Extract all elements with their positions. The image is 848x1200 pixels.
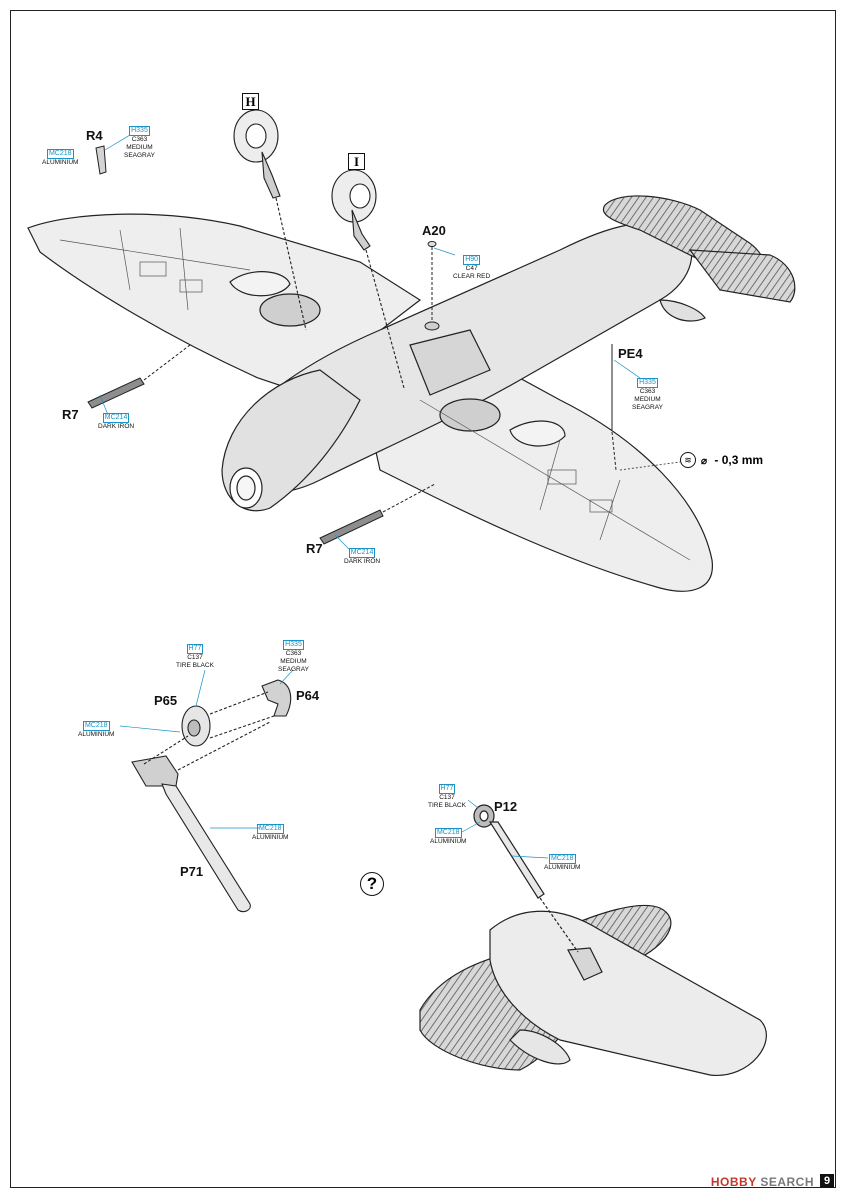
paint-mc214-bottom: MC214 DARK IRON	[344, 548, 381, 565]
wheel-h	[233, 109, 307, 331]
drill-size-value: - 0,3 mm	[714, 453, 764, 467]
watermark-brand: HOBBY	[710, 1175, 757, 1189]
p71-strut	[131, 755, 179, 787]
diameter-symbol: ⌀	[701, 456, 708, 467]
label-box-i: I	[348, 153, 365, 170]
page-number: 9	[820, 1174, 834, 1188]
drill-icon: ≋	[680, 452, 696, 468]
radiator	[409, 329, 491, 396]
label-a20: A20	[422, 223, 446, 238]
label-p64: P64	[296, 688, 320, 703]
question-mark-icon: ?	[360, 872, 384, 896]
label-p12: P12	[494, 799, 518, 814]
paint-mc218-p12b: MC218 ALUMINIUM	[544, 854, 581, 871]
paint-mc214-top: MC214 DARK IRON	[98, 413, 135, 430]
paint-mc218-p12: MC218 ALUMINIUM	[430, 828, 467, 845]
paint-mc218-p71: MC218 ALUMINIUM	[252, 824, 289, 841]
watermark: HOBBY SEARCH	[711, 1175, 814, 1189]
drill-size: ⌀ - 0,3 mm	[701, 453, 763, 467]
wheel-i	[331, 169, 405, 389]
rudder	[659, 299, 706, 322]
label-pe4: PE4	[618, 346, 643, 361]
label-r4: R4	[86, 128, 103, 143]
paint-h335-r4: H335 C363 MEDIUM SEAGRAY	[124, 126, 155, 159]
p64-fork	[261, 679, 292, 717]
paint-h77-p12: H77 C137 TIRE BLACK	[428, 784, 466, 809]
tail-detail	[419, 804, 767, 1076]
aircraft-underside	[27, 195, 796, 592]
part-a20	[424, 241, 440, 331]
part-pe4	[611, 344, 681, 471]
part-r7-top	[87, 344, 191, 409]
label-p65: P65	[154, 693, 178, 708]
paint-h335-pe4: H335 C363 MEDIUM SEAGRAY	[632, 378, 663, 411]
part-r7-bottom	[319, 483, 436, 545]
label-r7-top: R7	[62, 407, 79, 422]
page-frame	[10, 10, 836, 1188]
label-p71: P71	[180, 864, 204, 879]
paint-h90-a20: H90 C47 CLEAR RED	[453, 255, 491, 280]
watermark-rest: SEARCH	[756, 1175, 814, 1189]
paint-mc218-p65: MC218 ALUMINIUM	[78, 721, 115, 738]
label-box-h: H	[242, 93, 259, 110]
paint-mc218-r4: MC218 ALUMINIUM	[42, 149, 79, 166]
paint-h335-p64: H335 C363 MEDIUM SEAGRAY	[278, 640, 309, 673]
tail-fuselage	[489, 910, 767, 1076]
paint-h77-p65: H77 C137 TIRE BLACK	[176, 644, 214, 669]
tailwheel-assembly	[131, 679, 292, 913]
tail-fin	[509, 1029, 571, 1065]
label-r7-bottom: R7	[306, 541, 323, 556]
wheel-well-right	[439, 398, 501, 432]
wheel-well-left	[259, 293, 321, 327]
part-r4	[95, 145, 107, 175]
